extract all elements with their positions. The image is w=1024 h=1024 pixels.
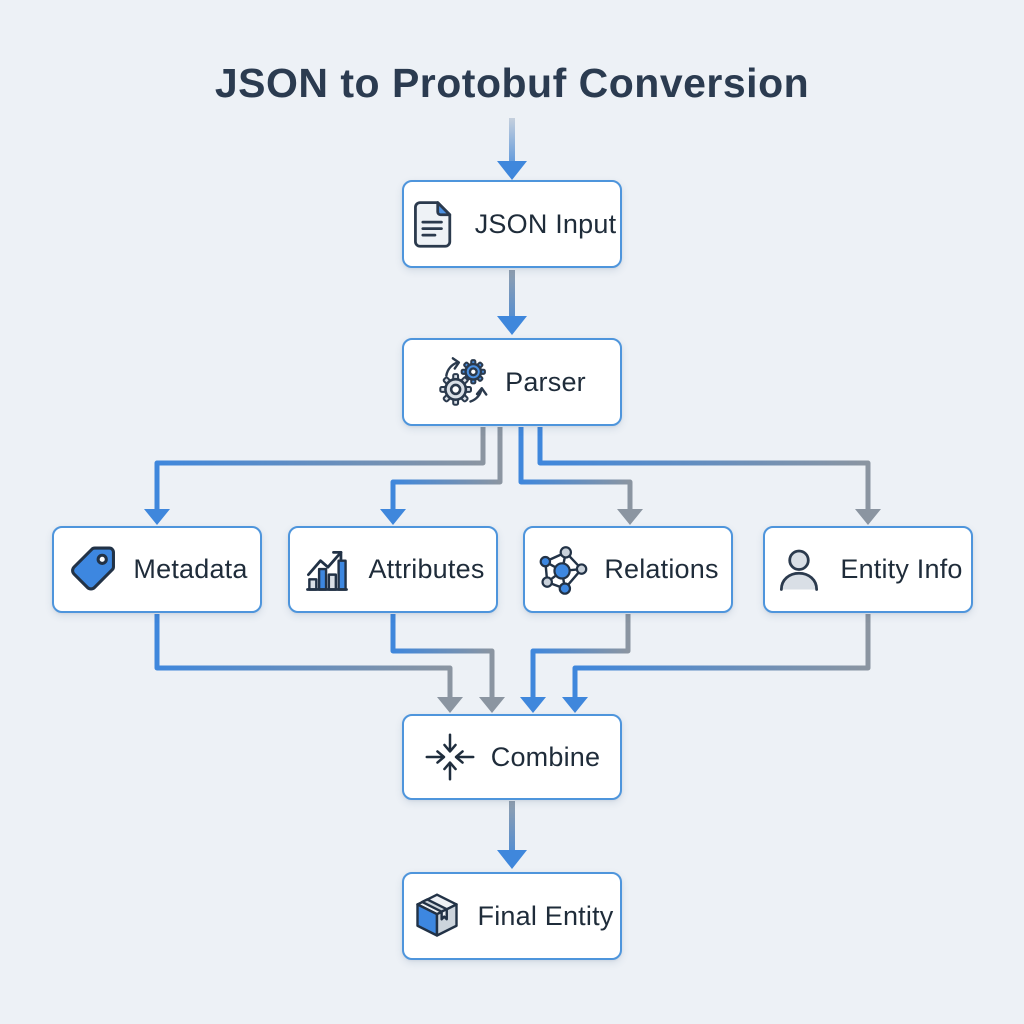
edge-parser-attributes bbox=[380, 427, 503, 525]
node-relations: Relations bbox=[523, 526, 733, 613]
bar-chart-icon bbox=[301, 544, 353, 596]
edge-json-input-parser bbox=[497, 270, 527, 335]
node-label: Entity Info bbox=[840, 554, 963, 584]
edge-title-json-input bbox=[497, 118, 527, 180]
node-label: Final Entity bbox=[477, 900, 614, 931]
diagram-title: JSON to Protobuf Conversion bbox=[214, 60, 810, 106]
node-attributes: Attributes bbox=[288, 526, 498, 613]
edge-relations-combine bbox=[520, 614, 631, 713]
node-combine: Combine bbox=[402, 714, 622, 800]
package-icon bbox=[411, 890, 463, 942]
node-label: JSON Input bbox=[474, 208, 617, 239]
edge-parser-relations bbox=[518, 427, 643, 525]
edge-attributes-combine bbox=[390, 614, 505, 713]
edge-entity-info-combine bbox=[562, 614, 871, 713]
node-metadata: Metadata bbox=[52, 526, 262, 613]
node-label: Combine bbox=[490, 741, 601, 772]
tag-icon bbox=[66, 544, 118, 596]
node-label: Relations bbox=[604, 554, 719, 584]
edge-parser-metadata bbox=[144, 427, 486, 525]
document-icon bbox=[408, 198, 460, 250]
edge-metadata-combine bbox=[154, 614, 463, 713]
node-json-input: JSON Input bbox=[402, 180, 622, 268]
person-icon bbox=[773, 544, 825, 596]
node-label: Metadata bbox=[133, 554, 248, 584]
network-icon bbox=[537, 544, 589, 596]
node-label: Parser bbox=[505, 366, 586, 397]
converge-icon bbox=[424, 731, 476, 783]
gears-icon bbox=[438, 356, 490, 408]
node-label: Attributes bbox=[368, 554, 485, 584]
node-parser: Parser bbox=[402, 338, 622, 426]
node-final-entity: Final Entity bbox=[402, 872, 622, 960]
node-entity-info: Entity Info bbox=[763, 526, 973, 613]
edge-parser-entity-info bbox=[537, 427, 881, 525]
edge-combine-final-entity bbox=[497, 801, 527, 869]
